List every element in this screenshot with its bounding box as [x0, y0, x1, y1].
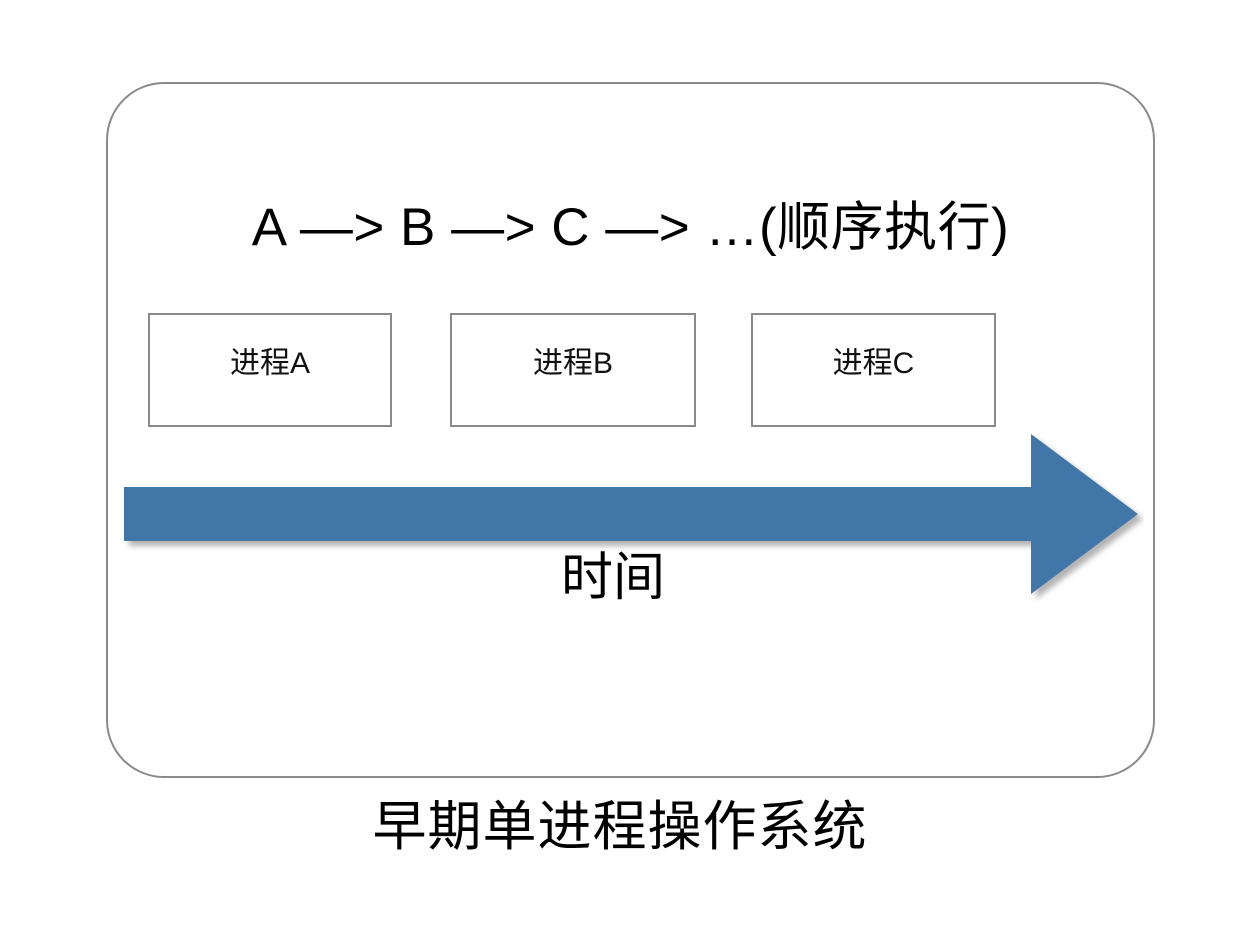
process-box-a-label: 进程A [229, 347, 310, 380]
process-box-b: 进程B [450, 313, 696, 427]
process-box-a: 进程A [148, 313, 392, 427]
sequence-formula-text: A —> B —> C —> …(顺序执行) [251, 198, 1010, 257]
process-box-b-label: 进程B [532, 347, 613, 380]
timeline-arrow-icon [124, 434, 1138, 594]
slide-caption: 早期单进程操作系统 [372, 797, 868, 857]
diagram-panel [106, 82, 1155, 778]
timeline-label: 时间 [560, 549, 665, 607]
process-box-c: 进程C [751, 313, 996, 427]
process-box-row: 进程A 进程B 进程C [148, 313, 996, 427]
process-box-c-label: 进程C [832, 347, 915, 380]
timeline-arrow [118, 428, 1144, 604]
